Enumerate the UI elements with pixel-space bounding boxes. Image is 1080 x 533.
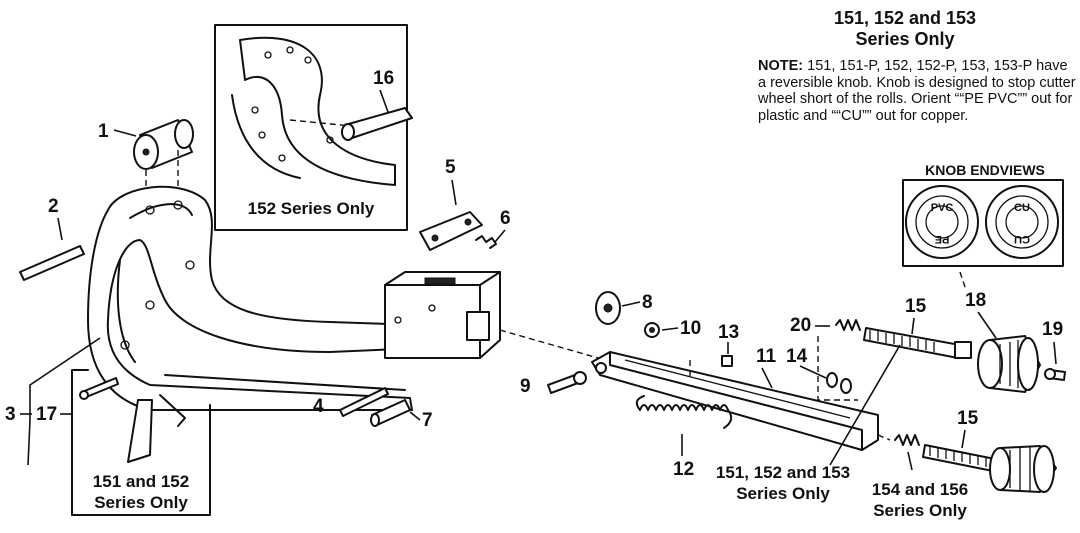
callout-12: 12: [673, 459, 694, 480]
callout-2: 2: [48, 196, 59, 217]
part-2-pin: 2: [19, 196, 85, 281]
assembly-line: [499, 329, 606, 361]
callout-1: 1: [98, 121, 109, 142]
inset-152-series: 16 152 Series Only: [214, 24, 413, 231]
caption-154-156-line1: 154 and 156: [872, 480, 968, 499]
part-12-spring: 12: [635, 395, 733, 480]
callout-19: 19: [1042, 319, 1063, 340]
caption-151-152-153-line2: Series Only: [736, 484, 830, 503]
knob-endviews: PVC PE CU CU: [902, 179, 1064, 267]
knob-left-bottom-label: PE: [935, 233, 950, 245]
note-block: NOTE: 151, 151-P, 152, 152-P, 153, 153-P…: [758, 58, 1078, 124]
inset-151-152-line2: Series Only: [94, 493, 188, 512]
callout-3: 3: [5, 404, 16, 425]
callout-18: 18: [965, 290, 986, 311]
part-15-feed-screw-lower: 15: [877, 408, 1057, 493]
callout-7: 7: [422, 410, 433, 431]
caption-151-152-153-line1: 151, 152 and 153: [716, 463, 850, 482]
part-7-pin: 7: [370, 399, 433, 431]
callout-8: 8: [642, 292, 653, 313]
callout-13: 13: [718, 322, 739, 343]
part-1-roll: 1: [98, 119, 194, 195]
inset-151-152-line1: 151 and 152: [93, 472, 189, 491]
knob-right-bottom-label: CU: [1014, 233, 1030, 245]
part-8-cutter-wheel: 8: [595, 291, 653, 325]
part-9-screw: 9: [520, 371, 587, 397]
series-heading-line1: 151, 152 and 153: [833, 8, 977, 28]
callout-11: 11: [756, 346, 777, 367]
part-20-spring: 20: [790, 315, 861, 401]
part-15-feed-screw-upper: 15: [829, 296, 972, 466]
callout-6: 6: [500, 208, 511, 229]
callout-20: 20: [790, 315, 811, 336]
part-5-cam: 5: [419, 157, 483, 251]
knob-right-top-label: CU: [1014, 202, 1030, 214]
callout-9: 9: [520, 376, 531, 397]
callout-10: 10: [680, 318, 701, 339]
note-label: NOTE:: [758, 58, 804, 74]
knob-left-top-label: PVC: [931, 202, 954, 214]
part-11-slide: 11: [591, 346, 879, 451]
part-14-washers: 14: [786, 346, 852, 394]
callout-17: 17: [36, 404, 57, 425]
callout-16: 16: [373, 68, 394, 89]
carriage-block: [384, 271, 501, 359]
part-13-pin: 13: [689, 322, 739, 380]
callout-4: 4: [313, 396, 324, 417]
knob-endviews-title: KNOB ENDVIEWS: [925, 162, 1045, 178]
part-19-screw: 19: [1042, 319, 1066, 381]
series-heading: 151, 152 and 153 Series Only: [800, 8, 1010, 50]
caption-154-156-line2: Series Only: [873, 501, 967, 520]
part-10-nut: 10: [644, 318, 701, 339]
callout-15-upper: 15: [905, 296, 927, 317]
inset-152-caption: 152 Series Only: [248, 199, 375, 218]
inset-151-152-series: 3 17 151 and 152 Series Only: [5, 337, 211, 516]
callout-5: 5: [445, 157, 456, 178]
callout-15-lower: 15: [957, 408, 979, 429]
part-6-spring: 6: [475, 208, 511, 249]
cutter-frame: [87, 185, 421, 411]
callout-14: 14: [786, 346, 808, 367]
part-4-pin: 4: [313, 387, 389, 417]
series-heading-line2: Series Only: [855, 29, 955, 49]
part-18-knob: 18: [959, 271, 1041, 393]
note-text: 151, 151-P, 152, 152-P, 153, 153-P have …: [758, 58, 1076, 124]
